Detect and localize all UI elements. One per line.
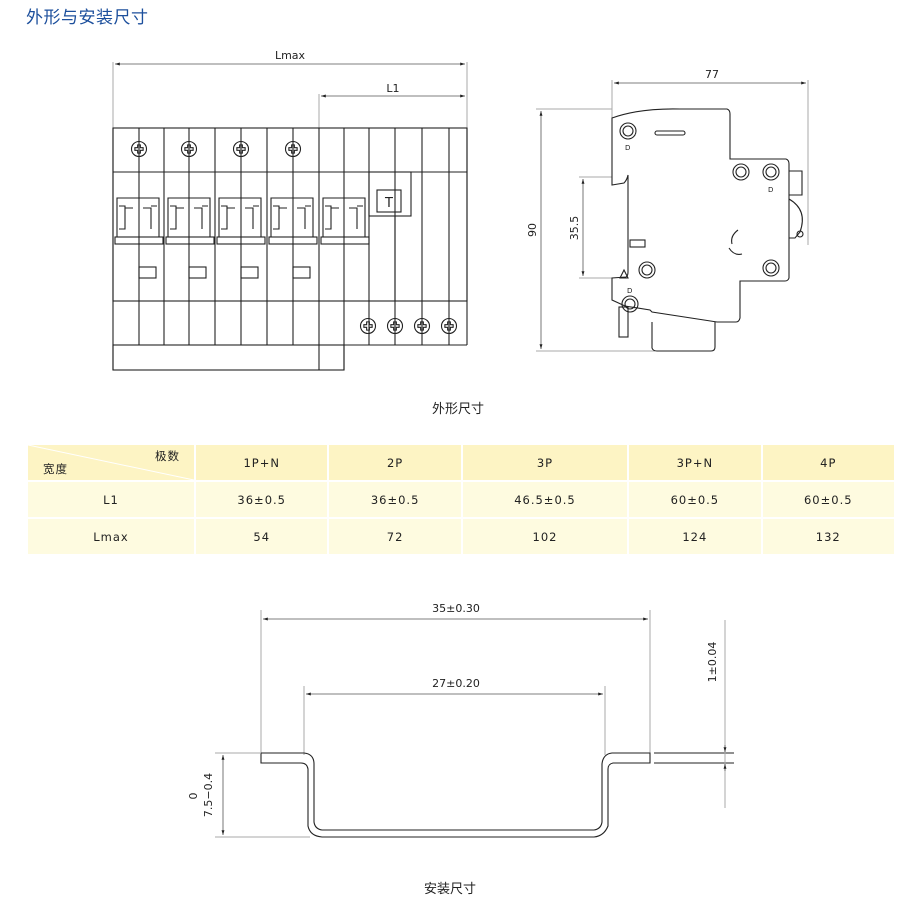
test-button [376,189,402,213]
depth-label: 7.5−0.4 [202,773,215,817]
status-window [188,266,207,279]
screw-hole-icon [619,122,637,140]
table-cell: 60±0.5 [627,480,763,519]
pole-handles [114,197,370,245]
outline-caption: 外形尺寸 [432,402,485,417]
terminal-screw-icon [359,317,377,335]
status-window [138,266,157,279]
width-header: 宽度 [43,462,68,476]
side-screws [619,122,780,313]
column-header: 4P [760,443,897,482]
label-slot [654,130,686,136]
height-label: 90 [526,223,539,237]
mark-d: D [627,287,632,295]
screw-hole-icon [621,295,639,313]
test-button-housing [368,171,412,217]
pole-dividers [138,128,450,370]
spec-table: 极数 宽度 1P+N 2P 3P 3P+N 4P L1 36±0.5 36±0.… [26,443,897,556]
mark-d: D [625,144,630,152]
table-cell: 54 [193,517,330,556]
status-window [240,266,259,279]
row-label: L1 [26,480,196,519]
mark-d: D [768,186,773,194]
table-header-row: 极数 宽度 1P+N 2P 3P 3P+N 4P [26,443,897,482]
row-label: Lmax [26,517,196,556]
front-view: Lmax L1 [112,49,468,371]
breaker-foot [651,322,716,352]
terminal-screw-icon [180,140,198,158]
table-cell: 36±0.5 [193,480,330,519]
test-button-label: T [384,196,393,211]
top-terminals [130,140,302,158]
l1-label: L1 [386,82,399,95]
indicator-triangle [619,268,629,279]
pole-handle [114,197,164,245]
table-cell: 102 [460,517,630,556]
table-corner-cell: 极数 宽度 [26,443,196,482]
rail-height-label: 35.5 [568,216,581,241]
table-cell: 124 [627,517,763,556]
width-label: 77 [705,68,719,81]
column-header: 1P+N [193,443,330,482]
side-view: 77 90 35.5 D D D [526,68,809,352]
terminal-screw-icon [130,140,148,158]
screw-hole-icon [762,259,780,277]
pole-handle [268,197,318,245]
rail-clip [618,306,629,338]
table-row: L1 36±0.5 36±0.5 46.5±0.5 60±0.5 60±0.5 [26,480,897,519]
table-cell: 46.5±0.5 [460,480,630,519]
thickness-label: 1±0.04 [706,642,719,683]
poles-header: 极数 [155,449,180,463]
lmax-label: Lmax [275,49,306,62]
table-cell: 132 [760,517,897,556]
page-title: 外形与安装尺寸 [26,8,149,28]
terminal-screw-icon [284,140,302,158]
breaker-body [611,108,790,323]
pole-handle [216,197,266,245]
status-windows [138,266,311,279]
screw-hole-icon [732,163,750,181]
table-row: Lmax 54 72 102 124 132 [26,517,897,556]
outline-drawing: Lmax L1 [112,49,809,371]
inner-width-label: 27±0.20 [432,677,480,690]
table-cell: 60±0.5 [760,480,897,519]
table-cell: 36±0.5 [327,480,463,519]
column-header: 2P [327,443,463,482]
table-cell: 72 [327,517,463,556]
screw-hole-icon [762,163,780,181]
status-window [292,266,311,279]
screw-hole-icon [638,261,656,279]
terminal-screw-icon [232,140,250,158]
terminal-screw-icon [386,317,404,335]
outer-width-label: 35±0.30 [432,602,480,615]
pole-handle [165,197,215,245]
column-header: 3P [460,443,630,482]
latch [629,239,646,248]
din-rail-profile [260,752,651,838]
rail-caption: 安装尺寸 [424,882,477,897]
column-header: 3P+N [627,443,763,482]
terminal-screw-icon [413,317,431,335]
terminal-screw-icon [440,317,458,335]
bottom-terminals [359,317,458,335]
pole-handle [320,197,370,245]
depth-tolerance-upper: 0 [187,793,200,800]
